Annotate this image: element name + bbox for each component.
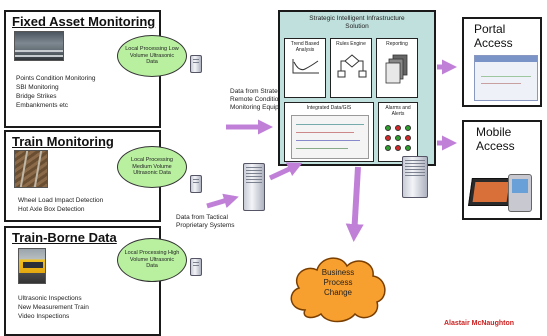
gis-map-screenshot <box>291 115 369 159</box>
portal-screenshot <box>474 55 538 101</box>
alarm-led-icon <box>395 145 401 151</box>
alarm-led-icon <box>395 125 401 131</box>
author-credit: Alastair McNaughton <box>444 320 515 327</box>
alarm-led-icon <box>395 135 401 141</box>
list-item: Video Inspections <box>18 313 70 320</box>
alarm-led-icon <box>385 135 391 141</box>
fixed-asset-items: Points Condition Monitoring SBI Monitori… <box>16 74 96 110</box>
mobile-access-title: Mobile Access <box>476 125 515 153</box>
alarm-led-icon <box>385 145 391 151</box>
list-item: Embankments etc <box>16 102 69 109</box>
mobile-access-box: Mobile Access <box>462 120 542 220</box>
train-monitoring-items: Wheel Load Impact Detection Hot Axle Box… <box>18 196 103 214</box>
alarm-led-icon <box>385 125 391 131</box>
flowchart-icon <box>337 54 367 78</box>
strategic-server-icon <box>402 156 428 198</box>
list-item: Ultrasonic Inspections <box>18 295 82 302</box>
phone-icon <box>508 174 532 212</box>
local-processing-oval-medium: Local Processing Medium Volume Ultrasoni… <box>117 146 187 188</box>
rules-engine-panel: Rules Engine <box>330 38 372 98</box>
portal-access-box: Portal Access <box>462 17 542 107</box>
train-monitoring-title: Train Monitoring <box>12 134 114 149</box>
sensor-unit-icon <box>190 55 202 73</box>
list-item: Bridge Strikes <box>16 93 57 100</box>
trend-analysis-panel: Trend Based Analysis <box>284 38 326 98</box>
list-item: Points Condition Monitoring <box>16 75 96 82</box>
list-item: Hot Axle Box Detection <box>18 206 85 213</box>
tactical-data-note: Data from Tactical Proprietary Systems <box>176 214 235 229</box>
measurement-train-photo <box>18 248 46 284</box>
sensor-unit-icon <box>190 258 202 276</box>
rail-track-photo <box>14 31 64 61</box>
strategic-solution-title: Strategic Intelligent Infrastructure Sol… <box>309 15 405 30</box>
alarms-alerts-panel: Alarms and Alerts <box>378 102 418 162</box>
portal-access-title: Portal Access <box>474 22 513 50</box>
alarm-led-icon <box>405 125 411 131</box>
train-borne-data-title: Train-Borne Data <box>12 230 117 245</box>
strategic-solution-panel: Strategic Intelligent Infrastructure Sol… <box>278 10 436 166</box>
track-sleepers-photo <box>14 150 48 188</box>
local-processing-oval-high: Local Processing High Volume Ultrasonic … <box>117 238 187 282</box>
list-item: SBI Monitoring <box>16 84 59 91</box>
business-process-label: Business Process Change <box>321 268 355 297</box>
sensor-unit-icon <box>190 175 202 193</box>
fixed-asset-monitoring-title: Fixed Asset Monitoring <box>12 14 156 29</box>
alarm-led-icon <box>405 135 411 141</box>
local-processing-oval-low: Local Processing Low Volume Ultrasonic D… <box>117 35 187 77</box>
trend-chart-icon <box>292 59 319 74</box>
list-item: New Measurement Train <box>18 304 89 311</box>
alarm-led-icon <box>405 145 411 151</box>
business-process-cloud <box>290 257 386 323</box>
list-item: Wheel Load Impact Detection <box>18 197 104 204</box>
tactical-server-icon <box>243 163 265 211</box>
train-borne-items: Ultrasonic Inspections New Measurement T… <box>18 294 89 321</box>
reporting-panel: Reporting <box>376 38 418 98</box>
remote-data-note: Data from Strategic Remote Condition Mon… <box>230 88 294 111</box>
documents-icon <box>385 54 408 84</box>
integrated-data-gis-panel: Integrated Data/GIS <box>284 102 374 162</box>
